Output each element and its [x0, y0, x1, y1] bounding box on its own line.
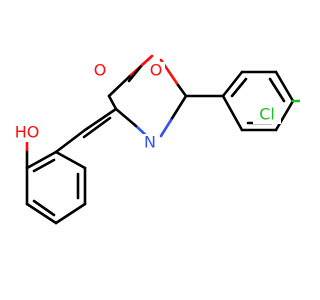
bond-lines [25, 54, 300, 225]
atom-labels: O O N Cl HO [10, 61, 281, 152]
hydroxyl-mask [10, 124, 44, 142]
ring-oxygen-mask [147, 62, 165, 80]
ring-oxygen-label: O [150, 61, 163, 80]
chlorine-label: Cl [259, 105, 275, 124]
molecule-canvas: O O N Cl HO [10, 54, 300, 225]
molecule-structure: O O N Cl HO [10, 54, 300, 225]
chlorine-mask [253, 106, 281, 124]
ring-nitrogen-mask [141, 134, 159, 152]
carbonyl-oxygen-label: O [94, 61, 107, 80]
carbonyl-oxygen-mask [91, 62, 109, 80]
ring-nitrogen-label: N [144, 133, 156, 152]
hydroxyl-label: HO [15, 123, 40, 142]
